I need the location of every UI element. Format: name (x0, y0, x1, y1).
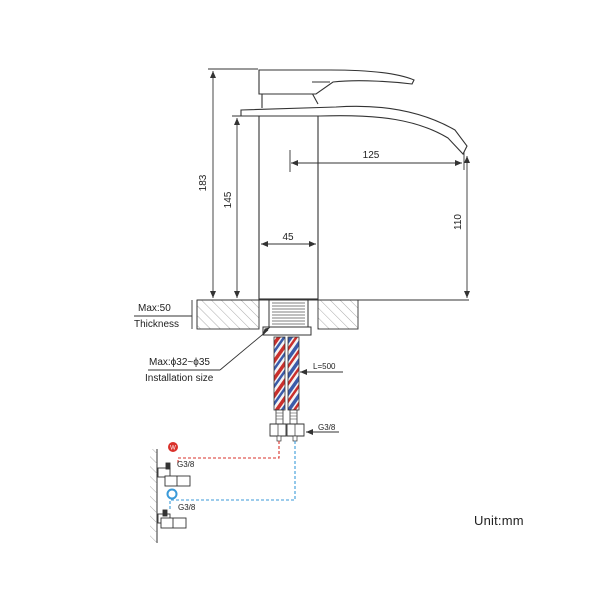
hole-size-value: Max:ϕ32~ϕ35 (149, 357, 210, 368)
deck-thickness-callout (134, 300, 198, 329)
hole-size-callout (148, 327, 271, 371)
hot-angle-valve (157, 462, 191, 487)
supply-hoses (269, 336, 305, 442)
countertop-section (196, 299, 469, 336)
faucet-body (240, 69, 468, 300)
dim-body-height-label: 145 (223, 191, 234, 208)
dim-spout-height-label: 110 (453, 214, 464, 230)
dim-total-height-label: 183 (198, 174, 209, 191)
deck-thickness-label: Thickness (134, 319, 179, 330)
dimension-total-height (208, 68, 258, 298)
cold-valve-thread-label: G3/8 (178, 503, 196, 512)
cold-angle-valve (157, 509, 187, 529)
dim-spout-reach-label: 125 (363, 150, 380, 161)
svg-text:W: W (170, 446, 176, 452)
dimension-body-height (232, 115, 258, 298)
hot-water-marker: W (168, 442, 178, 452)
hole-size-label: Installation size (145, 373, 214, 384)
hot-supply-line (177, 441, 280, 464)
deck-thickness-max: Max:50 (138, 303, 171, 314)
unit-label: Unit:mm (474, 513, 524, 528)
dim-body-width-label: 45 (282, 232, 294, 243)
wall-section (150, 449, 158, 543)
hose-length-label: L=500 (313, 362, 336, 371)
cold-water-marker (166, 488, 178, 500)
hose-thread-label: G3/8 (318, 423, 336, 432)
cold-supply-line (169, 441, 296, 511)
hot-valve-thread-label: G3/8 (177, 460, 195, 469)
